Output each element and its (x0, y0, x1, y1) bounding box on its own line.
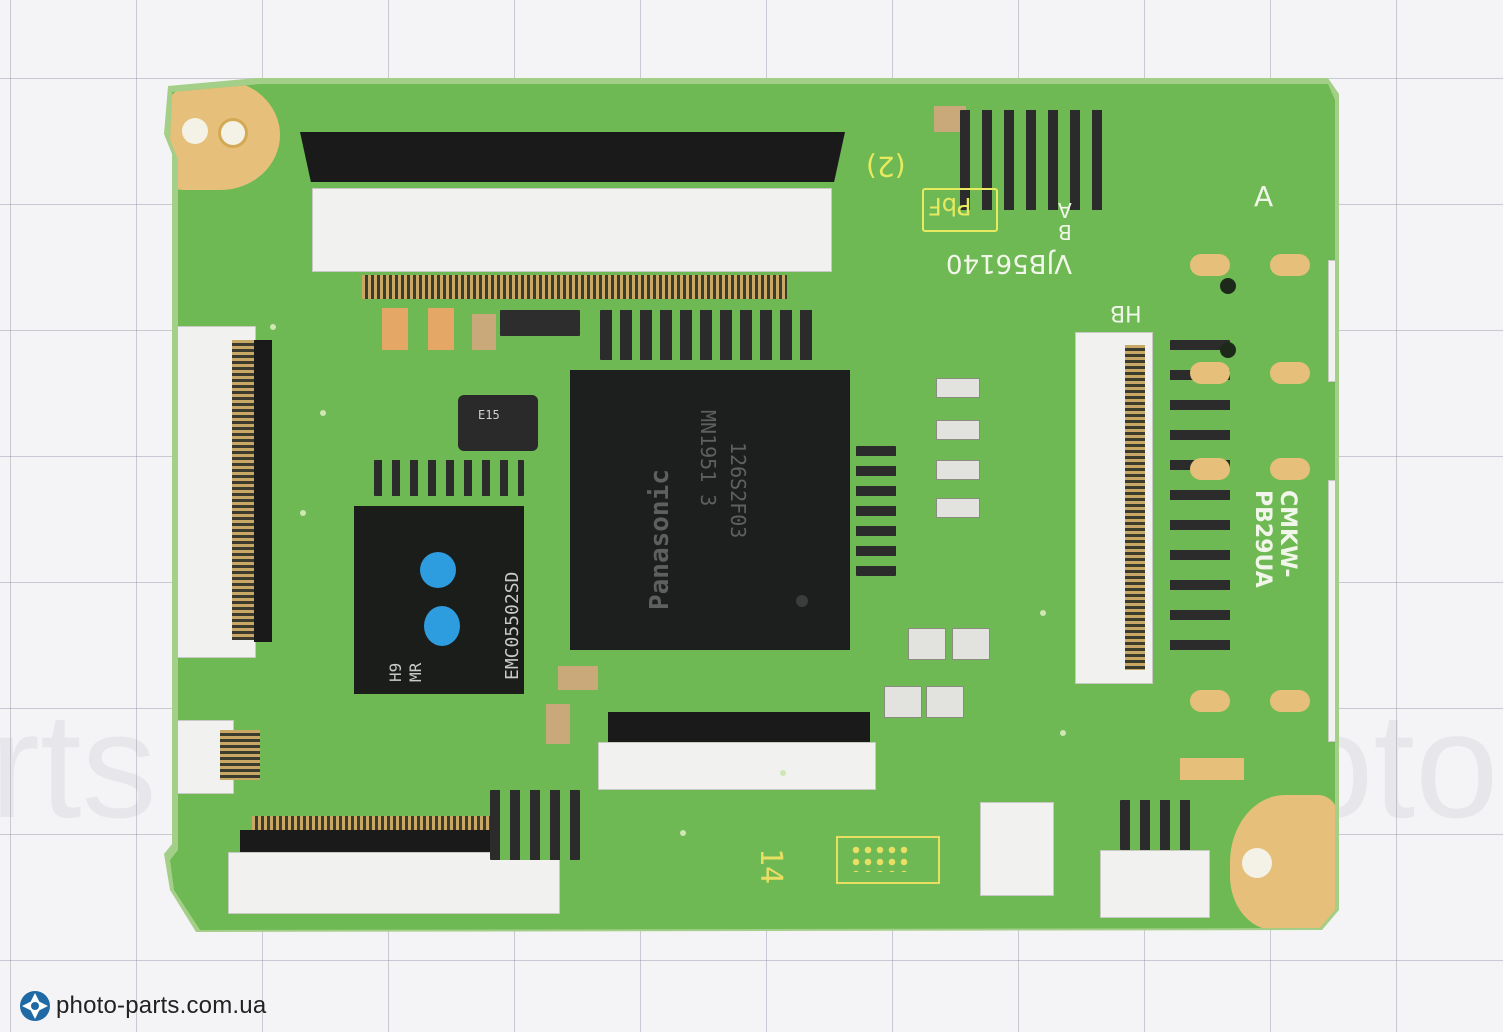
test-pad-2 (1190, 254, 1230, 276)
memory-line1-text: H9 (386, 662, 405, 682)
soc-lot-text: 126S2F03 (726, 442, 750, 539)
resistor-array-8 (926, 686, 964, 718)
bottom-left-connector-pins (252, 816, 542, 830)
bottom-center-connector-latch (608, 712, 870, 742)
crystal-mark-text: E15 (478, 408, 500, 422)
smd-cluster-right-edge (1170, 340, 1230, 670)
test-pad-4 (1190, 362, 1230, 384)
soc-brand-text: Panasonic (645, 469, 675, 610)
mount-hole-bottom-right (1242, 848, 1272, 878)
site-footer: photo-parts.com.ua (18, 986, 266, 1026)
mount-hole-top-left (182, 118, 208, 144)
tan-capacitor-3 (546, 704, 570, 744)
test-pad-5 (1270, 458, 1310, 480)
right-connector-pins (1125, 345, 1145, 670)
memory-code-text: EMC05502SD (502, 571, 523, 680)
smd-cluster-bottom-right (1120, 800, 1200, 850)
silk-lead-free-box (922, 188, 998, 232)
camera-aperture-icon (20, 991, 50, 1021)
small-left-connector-pins (220, 730, 260, 780)
soc-model-text: MN1951 3 (696, 410, 720, 507)
bottom-left-connector-body (228, 852, 560, 914)
resistor-array-5 (908, 628, 946, 660)
via-hole-2 (1220, 342, 1236, 358)
silk-lead-free: PbF (928, 192, 972, 220)
via-hole-1 (1220, 278, 1236, 294)
tan-capacitor-1 (472, 314, 496, 350)
test-pad-7 (1270, 690, 1310, 712)
crystal-oscillator (458, 395, 538, 451)
bottom-center-connector-body (598, 742, 876, 790)
blue-paint-dot-bottom (424, 606, 460, 646)
via (300, 510, 306, 516)
via (780, 770, 786, 776)
test-pad-6 (1190, 458, 1230, 480)
smd-cluster-bottom-left (490, 790, 580, 860)
resistor-array-2 (936, 420, 980, 440)
mount-hole-top-left-2 (218, 118, 248, 148)
test-pad-1 (1270, 254, 1310, 276)
silk-pin-one: 14 (753, 848, 788, 885)
smd-cluster-top (600, 310, 820, 360)
silk-part-number: VJB56140 (946, 248, 1073, 278)
tan-capacitor-4 (558, 666, 598, 690)
orange-capacitor-2 (428, 308, 454, 350)
resistor-array-7 (884, 686, 922, 718)
silk-corner-mark: A (1254, 180, 1274, 213)
edge-contact-right (1328, 260, 1335, 382)
resistor-array-1 (936, 378, 980, 398)
memory-chip (354, 506, 524, 694)
left-connector-latch (254, 340, 272, 642)
silk-revision: (2) (866, 150, 906, 183)
resistor-array-6 (952, 628, 990, 660)
silk-board-code: CMKW-PB29UA (1250, 490, 1300, 588)
test-pad-8 (1190, 690, 1230, 712)
orange-capacitor-1 (382, 308, 408, 350)
via (270, 324, 276, 330)
site-url[interactable]: photo-parts.com.ua (56, 992, 267, 1019)
edge-contact-right-2 (1328, 480, 1335, 742)
left-connector-pins (232, 340, 254, 640)
switch-body-right (1100, 850, 1210, 918)
test-pad-3 (1270, 362, 1310, 384)
blue-paint-dot-top (420, 552, 456, 588)
resistor-array-4 (936, 498, 980, 518)
resistor-array-3 (936, 460, 980, 480)
via (1040, 610, 1046, 616)
switch-body-left (980, 802, 1054, 896)
top-connector-body (312, 188, 832, 272)
top-connector-pins (362, 275, 787, 299)
smd-cluster-left (374, 460, 524, 496)
smd-cluster-top-left (500, 310, 580, 336)
soc-pin1-mark (796, 595, 808, 607)
via (320, 410, 326, 416)
top-connector-latch (300, 132, 845, 182)
memory-line2-text: MR (406, 662, 425, 682)
via (1060, 730, 1066, 736)
silk-hb-mark: HB (1110, 300, 1142, 325)
gold-bar-bottom-right (1180, 758, 1244, 780)
silk-pin-one-box (836, 836, 940, 884)
circuit-board: Panasonic MN1951 3 126S2F03 EMC05502SD H… (170, 84, 1335, 930)
silk-a-mark: A (1058, 198, 1072, 222)
smd-cluster-top-right (960, 110, 1110, 210)
silk-b-mark: B (1058, 220, 1072, 244)
smd-cluster-right-column (856, 446, 896, 576)
chip-footprint-dots (850, 844, 910, 872)
via (680, 830, 686, 836)
watermark-left: rts (0, 681, 157, 849)
